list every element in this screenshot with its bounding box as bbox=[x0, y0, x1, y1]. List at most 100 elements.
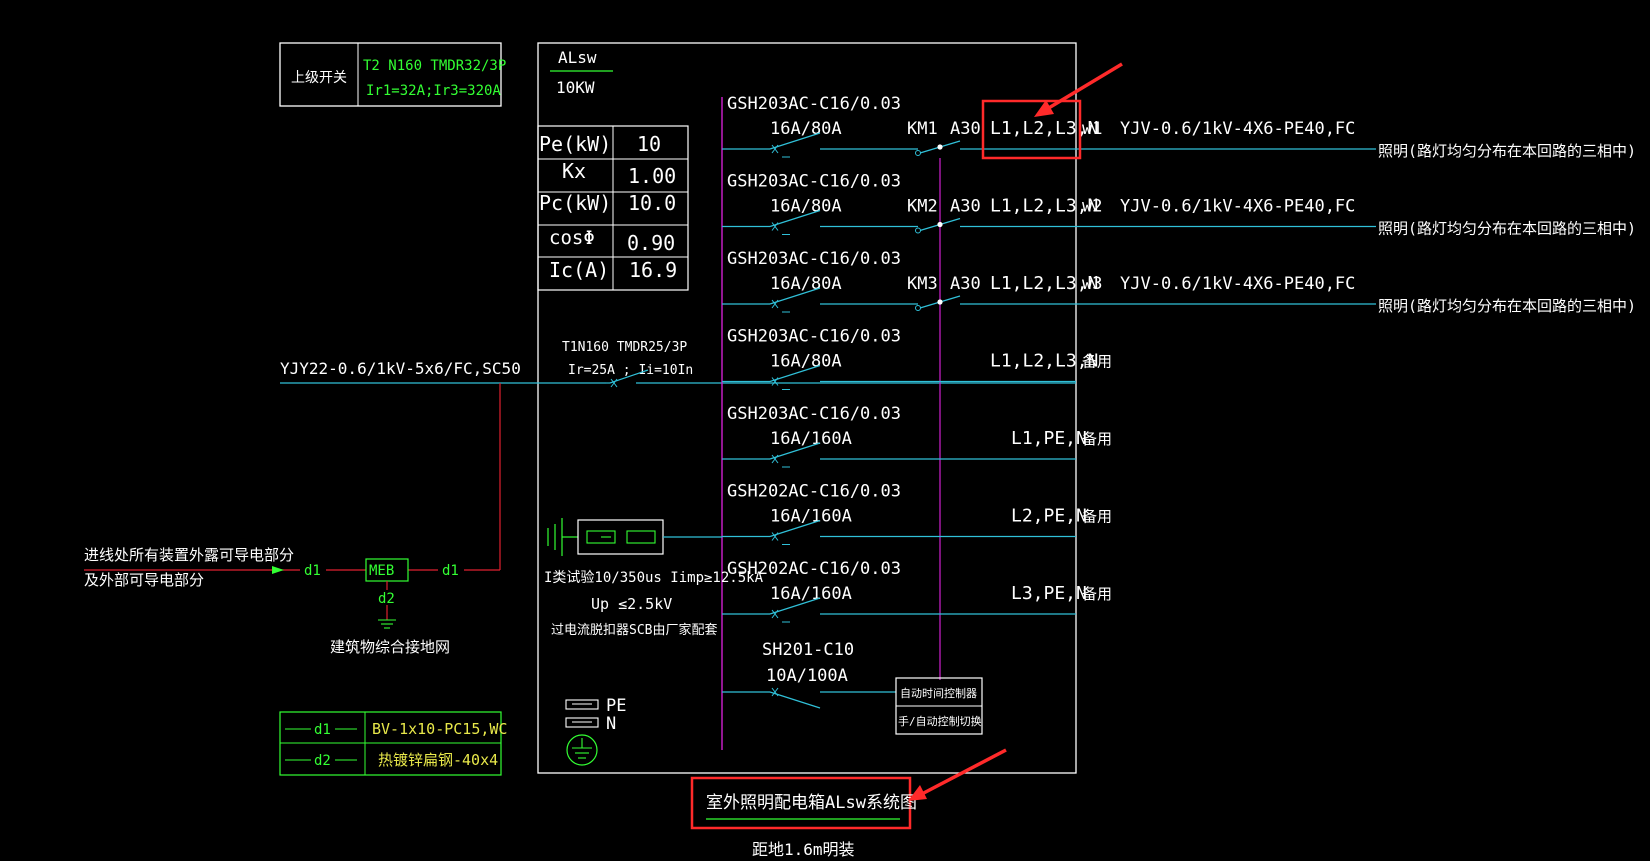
arrow-right-icon bbox=[272, 566, 284, 574]
grounding-note-line2: 及外部可导电部分 bbox=[84, 571, 204, 589]
incoming-breaker-setting: Ir=25A ; Ii=10In bbox=[568, 363, 693, 378]
control-breaker-model: SH201-C10 bbox=[762, 640, 854, 660]
phase-label: L1,L2,L3,N bbox=[990, 273, 1098, 294]
circuit-breaker-rating: 16A/80A bbox=[770, 119, 842, 139]
upper-switch-model: T2 N160 TMDR32/3P bbox=[363, 58, 506, 74]
circuit-7: GSH202AC-C16/0.03 16A/160A L3,PE,N备用 bbox=[722, 559, 1112, 623]
circuit-breaker-rating: 16A/80A bbox=[770, 197, 842, 217]
circuit-load: 照明(路灯均匀分布在本回路的三相中) bbox=[1378, 142, 1636, 160]
circuit-breaker-rating: 16A/160A bbox=[770, 429, 852, 449]
circuit-3: GSH203AC-C16/0.03 16A/80A KM3 A30 L1,L2,L3,N… bbox=[722, 249, 1636, 315]
manual-auto-switch-label: 手/自动控制切换 bbox=[898, 714, 982, 728]
grounding-note-line1: 进线处所有装置外露可导电部分 bbox=[84, 546, 294, 564]
circuit-load: 照明(路灯均匀分布在本回路的三相中) bbox=[1378, 220, 1636, 238]
surge-protector: I类试验10/350us Iimp≥12.5kA Up ≤2.5kV 过电流脱扣… bbox=[544, 518, 764, 638]
circuit-2: GSH203AC-C16/0.03 16A/80A KM2 A30 L1,L2,L3,N… bbox=[722, 172, 1636, 238]
load-value-pe: 10 bbox=[637, 132, 661, 156]
circuit-cable: YJV-0.6/1kV-4X6-PE40,FC bbox=[1120, 274, 1355, 294]
title-highlight-box bbox=[690, 776, 912, 830]
circuit-id: w1 bbox=[1082, 119, 1102, 139]
upper-switch-box: 上级开关 T2 N160 TMDR32/3P Ir1=32A;Ir3=320A bbox=[279, 42, 506, 107]
circuit-breaker-rating: 16A/160A bbox=[770, 584, 852, 604]
panel-name: ALsw bbox=[558, 48, 597, 67]
earth-icon bbox=[566, 734, 598, 766]
phase-highlight-box bbox=[981, 99, 1082, 160]
circuit-breaker-rating: 16A/80A bbox=[770, 352, 842, 372]
spd-spec-line3: 过电流脱扣器SCB由厂家配套 bbox=[551, 622, 717, 638]
load-param-kx: Kx bbox=[562, 159, 586, 183]
circuit-breaker-rating: 16A/80A bbox=[770, 274, 842, 294]
legend-spec-d2: 热镀锌扁钢-40x4 bbox=[378, 751, 498, 769]
phase-label: L1,L2,L3,N bbox=[990, 118, 1098, 139]
panel-power: 10KW bbox=[556, 78, 595, 97]
phase-label: L1,L2,L3,N bbox=[990, 196, 1098, 217]
circuit-breaker-model: GSH203AC-C16/0.03 bbox=[727, 249, 901, 269]
circuit-breaker-model: GSH203AC-C16/0.03 bbox=[727, 404, 901, 424]
phase-label: L3,PE,N bbox=[1011, 583, 1087, 604]
circuit-cable: YJV-0.6/1kV-4X6-PE40,FC bbox=[1120, 119, 1355, 139]
circuit-breaker-rating: 16A/160A bbox=[770, 507, 852, 527]
contactor-label: KM3 bbox=[907, 274, 938, 294]
circuit-breaker-model: GSH202AC-C16/0.03 bbox=[727, 559, 901, 579]
mounting-note: 距地1.6m明装 bbox=[752, 840, 855, 859]
circuit-breaker-model: GSH203AC-C16/0.03 bbox=[727, 172, 901, 192]
load-param-cos: cosΦ bbox=[549, 227, 595, 249]
contactor-rating: A30 bbox=[950, 197, 981, 217]
meb-label: MEB bbox=[369, 563, 394, 579]
legend-spec-d1: BV-1x10-PC15,WC bbox=[372, 720, 507, 738]
contactor-rating: A30 bbox=[950, 274, 981, 294]
phase-label: L1,PE,N bbox=[1011, 428, 1087, 449]
spd-spec-line2: Up ≤2.5kV bbox=[591, 595, 672, 613]
pe-bar-label: PE bbox=[606, 696, 626, 716]
circuit-spare-label: 备用 bbox=[1082, 353, 1112, 371]
circuit-spare-label: 备用 bbox=[1082, 508, 1112, 526]
incoming-feeder: YJY22-0.6/1kV-5x6/FC,SC50 T1N160 TMDR25/… bbox=[280, 340, 1076, 389]
circuit-id: w3 bbox=[1082, 274, 1102, 294]
circuit-breaker-model: GSH203AC-C16/0.03 bbox=[727, 94, 901, 114]
panel-frame bbox=[537, 42, 1077, 774]
load-param-pc: Pc(kW) bbox=[539, 191, 611, 215]
load-table: Pe(kW) 10 Kx 1.00 Pc(kW) 10.0 cosΦ 0.90 … bbox=[537, 125, 689, 291]
upper-switch-setting: Ir1=32A;Ir3=320A bbox=[366, 83, 501, 99]
grounding-d1-left: d1 bbox=[304, 563, 321, 579]
grounding-system: 进线处所有装置外露可导电部分 及外部可导电部分 d1 MEB d1 d2 建筑物… bbox=[84, 383, 501, 656]
circuit-4: GSH203AC-C16/0.03 16A/80A L1,L2,L3,N备用 bbox=[722, 327, 1112, 390]
circuit-spare-label: 备用 bbox=[1082, 585, 1112, 603]
timer-controller-label: 自动时间控制器 bbox=[900, 686, 977, 700]
legend-code-d2: d2 bbox=[314, 753, 331, 769]
contactor-label: KM2 bbox=[907, 197, 938, 217]
incoming-breaker-model: T1N160 TMDR25/3P bbox=[562, 340, 687, 355]
phase-label: L2,PE,N bbox=[1011, 506, 1087, 527]
control-circuit: SH201-C10 10A/100A 自动时间控制器 手/自动控制切换 bbox=[722, 640, 983, 735]
contactor-rating: A30 bbox=[950, 119, 981, 139]
cable-legend: d1 BV-1x10-PC15,WC d2 热镀锌扁钢-40x4 bbox=[279, 711, 507, 776]
load-param-ic: Ic(A) bbox=[549, 258, 609, 282]
diagram-title: 室外照明配电箱ALsw系统图 bbox=[706, 793, 917, 813]
earth-grid-label: 建筑物综合接地网 bbox=[330, 638, 450, 656]
circuit-breaker-model: GSH203AC-C16/0.03 bbox=[727, 327, 901, 347]
spd-spec-line1: I类试验10/350us Iimp≥12.5kA bbox=[544, 570, 764, 586]
contactor-label: KM1 bbox=[907, 119, 938, 139]
load-value-kx: 1.00 bbox=[628, 164, 676, 188]
circuit-cable: YJV-0.6/1kV-4X6-PE40,FC bbox=[1120, 197, 1355, 217]
n-bar-label: N bbox=[606, 714, 616, 734]
load-param-pe: Pe(kW) bbox=[539, 132, 611, 156]
circuit-1: GSH203AC-C16/0.03 16A/80A KM1 A30 L1,L2,L3,N… bbox=[722, 94, 1636, 160]
pe-n-bars: PE N bbox=[565, 696, 626, 766]
circuit-id: w2 bbox=[1082, 197, 1102, 217]
upper-switch-label: 上级开关 bbox=[291, 70, 347, 86]
load-value-cos: 0.90 bbox=[627, 231, 675, 255]
incoming-cable-label: YJY22-0.6/1kV-5x6/FC,SC50 bbox=[280, 359, 521, 378]
circuit-load: 照明(路灯均匀分布在本回路的三相中) bbox=[1378, 297, 1636, 315]
circuit-breaker-model: GSH202AC-C16/0.03 bbox=[727, 482, 901, 502]
circuit-5: GSH203AC-C16/0.03 16A/160A L1,PE,N备用 bbox=[722, 404, 1112, 468]
load-value-pc: 10.0 bbox=[628, 191, 676, 215]
load-value-ic: 16.9 bbox=[629, 258, 677, 282]
circuit-6: GSH202AC-C16/0.03 16A/160A L2,PE,N备用 bbox=[722, 482, 1112, 545]
annotation-arrow-top-icon bbox=[1034, 62, 1123, 117]
grounding-d2: d2 bbox=[378, 591, 395, 607]
legend-code-d1: d1 bbox=[314, 722, 331, 738]
phase-label: L1,L2,L3,N bbox=[990, 351, 1098, 372]
circuit-spare-label: 备用 bbox=[1082, 430, 1112, 448]
